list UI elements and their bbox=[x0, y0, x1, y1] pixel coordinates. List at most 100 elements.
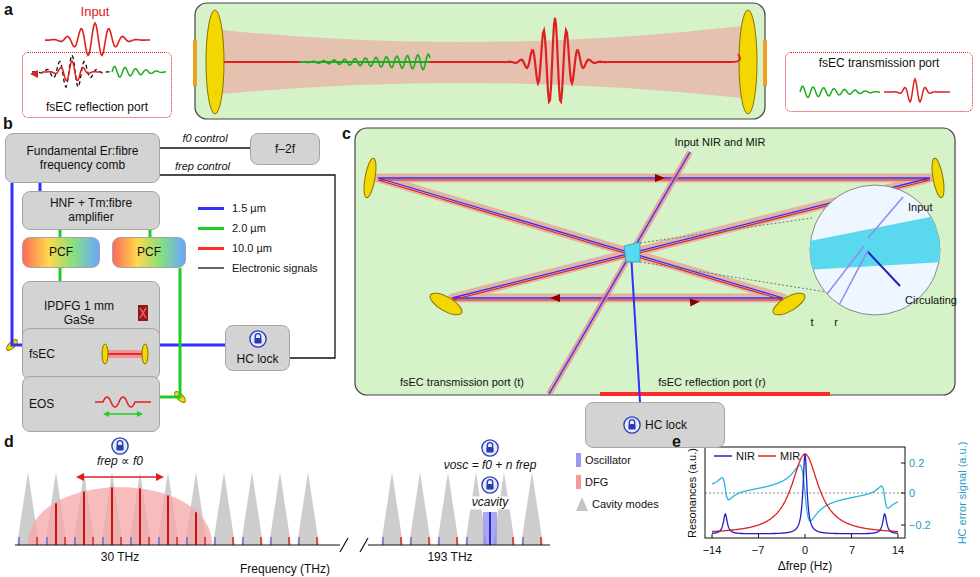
zoom-line bbox=[640, 262, 826, 292]
legend-item: Electronic signals bbox=[198, 260, 318, 276]
beam-line bbox=[160, 344, 225, 347]
cavity-mode bbox=[409, 472, 431, 545]
osc-tick bbox=[410, 537, 412, 545]
beam-line bbox=[59, 268, 62, 281]
dfg-tick bbox=[36, 537, 38, 545]
axis-title: Resonances (a.u.) bbox=[686, 448, 698, 538]
cavity-housing bbox=[355, 128, 955, 395]
text-label: 0 bbox=[909, 487, 915, 499]
node-label: PCF bbox=[137, 245, 161, 259]
text-label: Δfrep (Hz) bbox=[778, 560, 833, 573]
text-label: Frequency (THz) bbox=[240, 563, 330, 576]
legend-sample bbox=[758, 453, 776, 459]
legend-swatch bbox=[576, 453, 581, 467]
pcf-box: PCF bbox=[22, 237, 100, 268]
input-coupler bbox=[624, 242, 640, 262]
arrowhead bbox=[690, 297, 701, 306]
window bbox=[193, 40, 197, 86]
axis bbox=[368, 544, 550, 545]
dfg-tick bbox=[232, 537, 234, 545]
plot-frame bbox=[705, 447, 905, 538]
osc-tick bbox=[214, 537, 216, 545]
r-ray bbox=[836, 250, 868, 311]
text-label: Input bbox=[81, 5, 110, 19]
legend-sample bbox=[714, 453, 732, 459]
dfg-tick bbox=[148, 537, 150, 545]
osc-tick bbox=[270, 537, 272, 545]
window bbox=[763, 40, 767, 86]
osc-tick bbox=[130, 537, 132, 545]
tick bbox=[901, 525, 905, 526]
dfg-tick bbox=[428, 537, 430, 545]
legend-text: Electronic signals bbox=[232, 262, 318, 274]
pcf-box: PCF bbox=[112, 237, 186, 268]
port-box: fsEC transmission port bbox=[785, 52, 973, 112]
curved-mirror bbox=[427, 289, 465, 319]
reflection-beam bbox=[600, 392, 830, 396]
node-label: fsEC bbox=[29, 347, 55, 361]
beam-line bbox=[224, 61, 300, 63]
dfg-tick bbox=[64, 537, 66, 545]
dfg-tick bbox=[176, 537, 178, 545]
beam-line bbox=[160, 268, 180, 397]
oscillator-line bbox=[483, 512, 497, 545]
legend-item: 1.5 µm bbox=[198, 200, 266, 216]
legend-text: DFG bbox=[585, 476, 608, 488]
cavity-mirror bbox=[739, 10, 757, 114]
legend-sample bbox=[576, 497, 588, 511]
lock-box: HC lock bbox=[225, 325, 290, 371]
osc-tick bbox=[438, 537, 440, 545]
text-label: −7 bbox=[752, 544, 765, 556]
tick bbox=[805, 534, 806, 538]
icon-wrap bbox=[93, 390, 153, 418]
osc-tick bbox=[18, 537, 20, 545]
legend-item: 2.0 µm bbox=[198, 220, 266, 236]
legend-swatch bbox=[198, 247, 224, 250]
amplifier-box: HNF + Tm:fibre amplifier bbox=[22, 191, 160, 230]
lock-icon bbox=[249, 330, 267, 348]
wave bbox=[112, 67, 166, 78]
legend-text: Oscillator bbox=[585, 454, 631, 466]
osc-tick bbox=[466, 537, 468, 545]
axis-title: HC error signal (a.u.) bbox=[956, 442, 968, 545]
legend-item: Cavity modes bbox=[576, 496, 659, 512]
nir-resonance bbox=[712, 454, 898, 534]
wave bbox=[800, 86, 880, 97]
node-label: EOS bbox=[29, 397, 54, 411]
axis-break bbox=[340, 538, 368, 552]
legend-item: NIR bbox=[714, 448, 755, 464]
text-label: r bbox=[834, 316, 838, 328]
legend-swatch bbox=[198, 207, 224, 210]
dfg-line bbox=[111, 487, 113, 545]
eos-waveform bbox=[93, 390, 153, 418]
text-label: 0 bbox=[802, 544, 808, 556]
dfg-tick bbox=[204, 537, 206, 545]
reflected-pulse bbox=[42, 61, 102, 81]
zoom-line bbox=[640, 218, 812, 243]
node-label: fsEC reflection port bbox=[46, 100, 148, 114]
icon-wrap bbox=[97, 342, 153, 366]
dfg-line bbox=[167, 496, 169, 546]
tick bbox=[712, 534, 713, 538]
osc-tick bbox=[242, 537, 244, 545]
legend-item: DFG bbox=[576, 474, 608, 490]
node-label: HC lock bbox=[645, 418, 687, 432]
dfg-line bbox=[195, 512, 197, 545]
icon-wrap bbox=[249, 330, 267, 348]
icon-wrap bbox=[623, 416, 641, 434]
comb-box: Fundamental Er:fibre frequency comb bbox=[5, 133, 160, 183]
coupler-wedge bbox=[805, 214, 945, 270]
lock-icon bbox=[623, 416, 641, 434]
osc-tick bbox=[382, 537, 384, 545]
dfg-tick bbox=[512, 537, 514, 545]
oscillator-line bbox=[489, 512, 491, 545]
cavity-housing bbox=[195, 3, 765, 119]
panel-letter: b bbox=[3, 115, 13, 133]
dfg-tick bbox=[316, 537, 318, 545]
arrowhead bbox=[76, 473, 84, 481]
legend-text: MIR bbox=[780, 450, 800, 462]
legend-text: Cavity modes bbox=[592, 498, 659, 510]
cavity-icon bbox=[97, 342, 153, 366]
cavity-mode bbox=[269, 472, 291, 545]
text-label: νosc = f0 + n frep bbox=[442, 459, 539, 472]
